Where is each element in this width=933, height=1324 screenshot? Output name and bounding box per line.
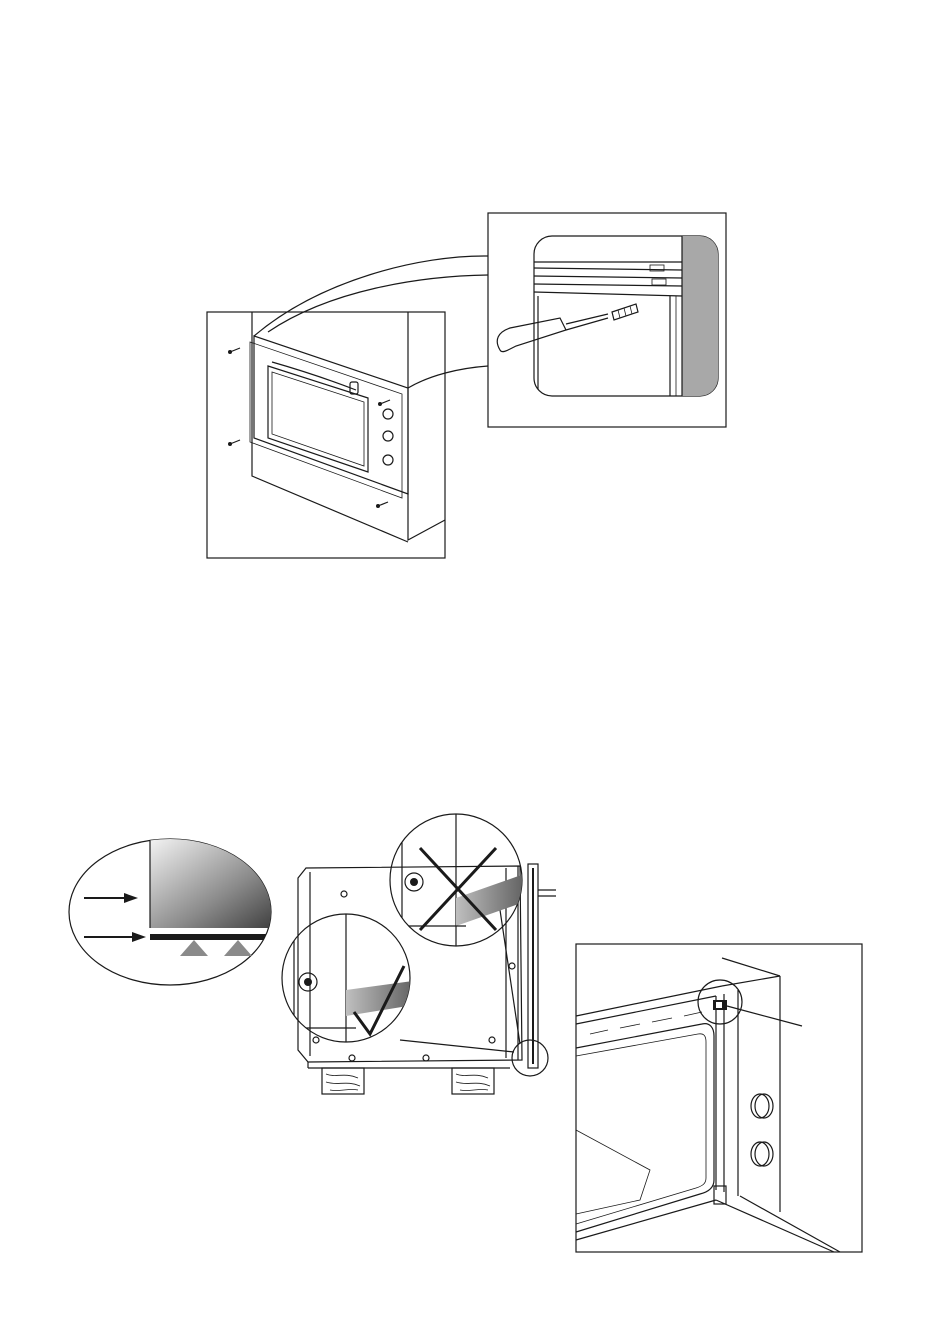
wall-panel-icon — [252, 312, 445, 542]
knob-icon — [751, 1094, 773, 1166]
oven-icon — [250, 336, 408, 498]
hinge-clip-icon — [713, 1000, 727, 1010]
oven-on-wooden-blocks — [282, 814, 556, 1094]
screw-icon — [612, 304, 638, 320]
oven-door-hinge-figure — [576, 944, 862, 1252]
arrow-icon — [84, 893, 146, 942]
wood-block-icon — [322, 1068, 494, 1094]
screwdriver-icon — [497, 314, 608, 352]
seal-gap-callout — [69, 838, 280, 985]
incorrect-position-callout — [390, 814, 530, 946]
oven-wall-mounting-figure — [207, 256, 488, 558]
correct-position-callout — [282, 914, 420, 1042]
screw-detail-callout — [488, 213, 726, 427]
upward-arrow-icon — [180, 940, 252, 956]
